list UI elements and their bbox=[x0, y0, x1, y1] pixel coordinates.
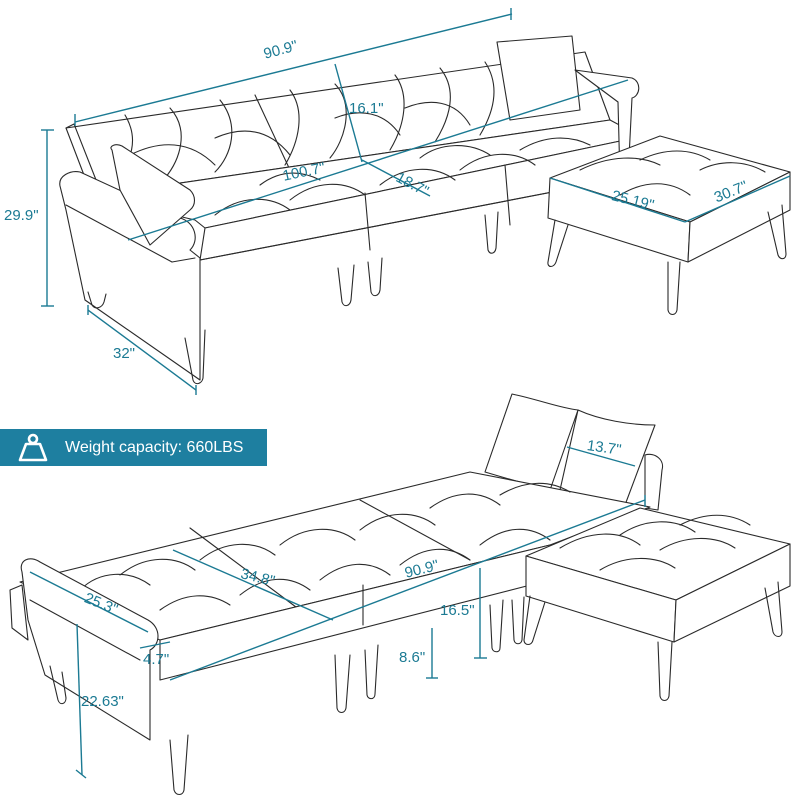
bottom-leg-height-label: 8.6" bbox=[399, 649, 426, 666]
weight-capacity-banner: Weight capacity: 660LBS bbox=[0, 429, 267, 466]
bottom-ottoman-illustration bbox=[523, 507, 791, 702]
top-ottoman-illustration bbox=[547, 135, 791, 316]
top-dimension-lines bbox=[41, 8, 791, 395]
top-total-depth-label: 32" bbox=[113, 345, 136, 362]
top-total-height-label: 29.9" bbox=[4, 207, 39, 224]
top-back-height-label: 16.1" bbox=[349, 100, 384, 117]
bottom-arm-height-label: 22.63" bbox=[81, 693, 124, 710]
weight-capacity-text: Weight capacity: 660LBS bbox=[65, 438, 244, 456]
top-sofa-illustration bbox=[59, 35, 640, 385]
bottom-seat-height-label: 16.5" bbox=[440, 602, 475, 619]
bottom-arm-width-label: 4.7" bbox=[143, 651, 170, 668]
weight-icon bbox=[18, 433, 48, 461]
bottom-dimension-lines bbox=[29, 446, 646, 779]
